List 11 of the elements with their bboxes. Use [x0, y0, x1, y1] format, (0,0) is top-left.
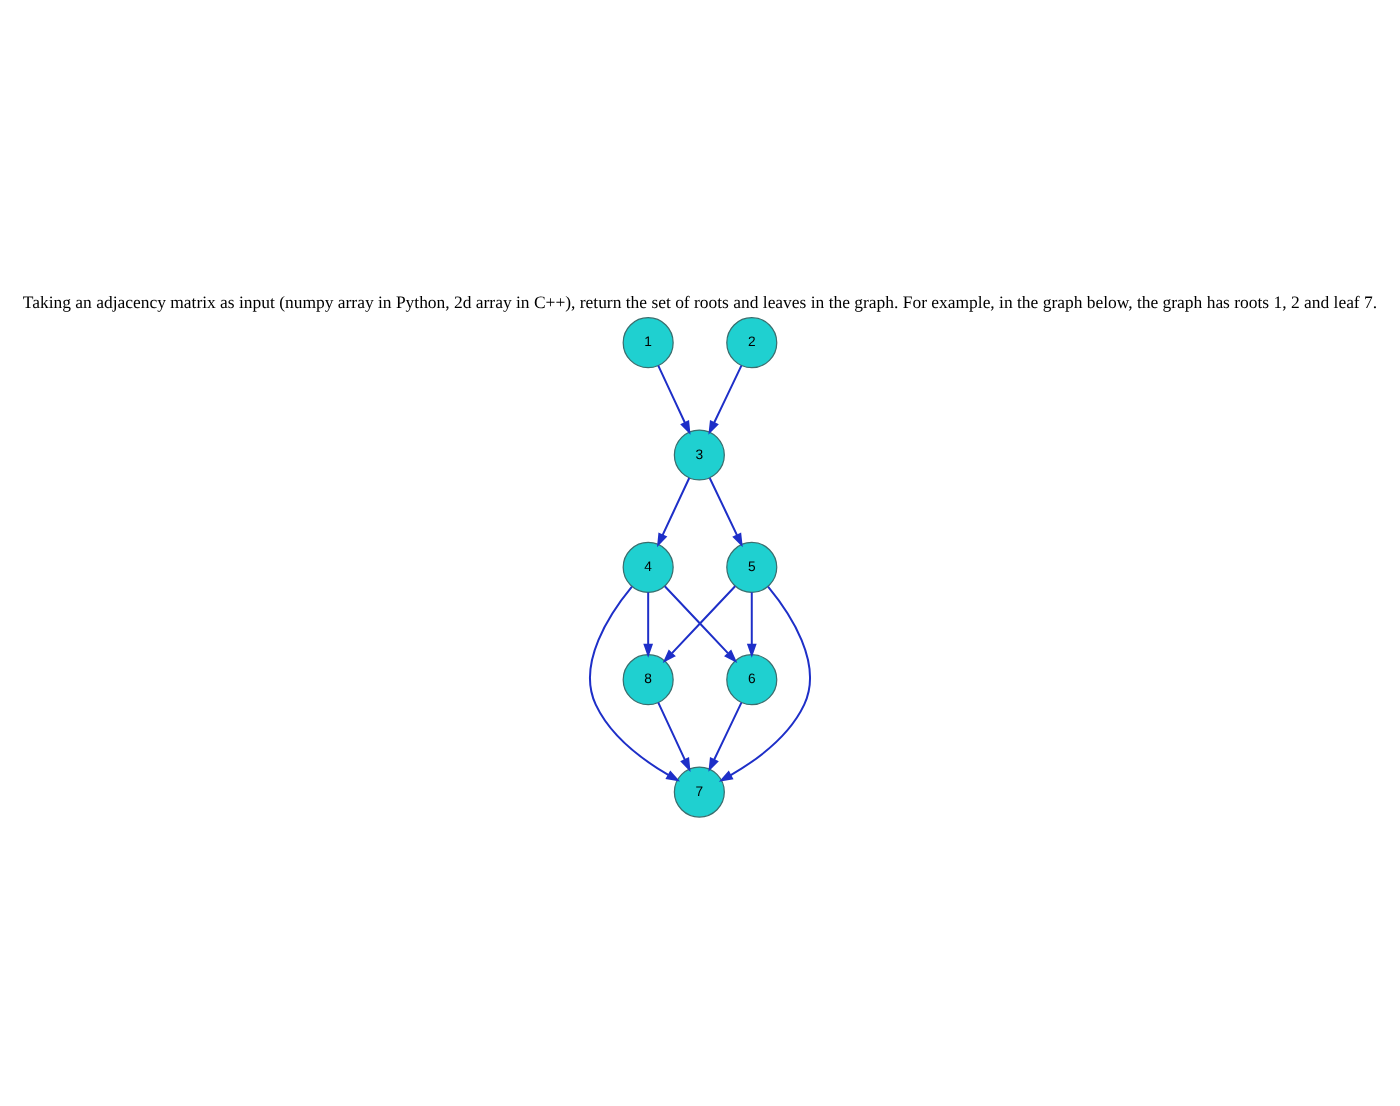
- arrow: [718, 585, 811, 782]
- arrow: [643, 591, 654, 658]
- arrow: [746, 591, 757, 658]
- arrow: [657, 701, 691, 772]
- arrow: [657, 476, 691, 548]
- arrow: [708, 364, 743, 435]
- arrow: [708, 701, 743, 772]
- arrow: [657, 364, 691, 435]
- diagram-title: Taking an adjacency matrix as input (numpy array in Python, 2d array in C++), return the set of roots and leaves in the graph. For example, in the graph below, the graph has roots 1, 2 and leaf 7.: [22, 291, 1378, 312]
- arrow: [589, 585, 681, 782]
- arrow: [708, 476, 743, 548]
